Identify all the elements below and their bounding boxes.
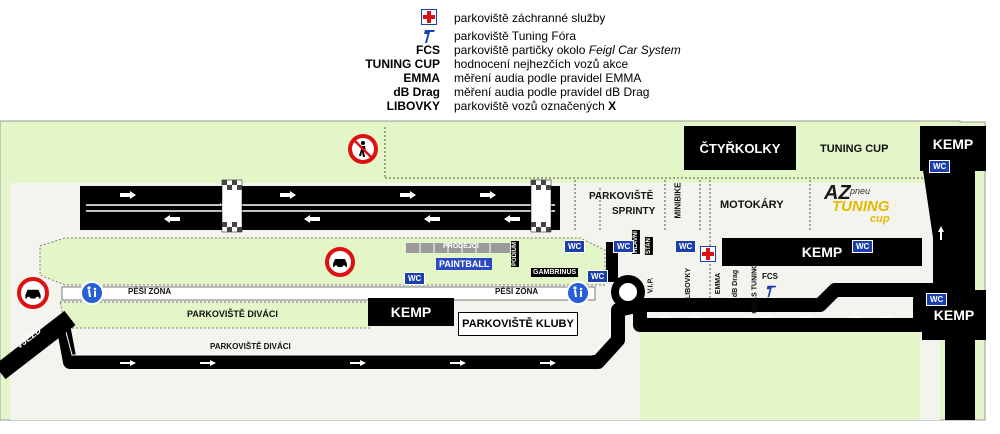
main-road: [57, 283, 947, 369]
first-aid-icon: [421, 9, 437, 25]
emma-label: EMMA: [715, 272, 723, 295]
legend-key-emma: EMMA: [403, 71, 440, 85]
ctyrkolky-zone: ČTYŘKOLKY: [684, 126, 796, 170]
track-arrows-upper: [120, 191, 520, 223]
pesi-zona-right-label: PĚŠÍ ZÓNA: [495, 287, 539, 296]
prodejci-label: PRODEJCI: [443, 243, 479, 250]
libovky-label: LIBOVKY: [685, 267, 693, 300]
legend-desc-first-aid: parkoviště záchranné služby: [454, 11, 606, 25]
parkoviste-sprinty-label-2: SPRINTY: [612, 206, 656, 217]
prodejci-bar: [406, 243, 510, 253]
legend-desc-emma: měření audia podle pravidel EMMA: [454, 71, 642, 85]
wc-badge: WC: [675, 240, 697, 253]
no-cars-sign: [325, 247, 355, 277]
first-aid-icon: [700, 246, 716, 262]
kemp-zone-right-top: KEMP: [920, 126, 986, 171]
girls-tuning-label: GIRLS TUNING: [751, 263, 759, 314]
checker-pattern: [222, 180, 551, 232]
start-label: START: [532, 192, 543, 222]
legend-desc-tuning-fora: parkoviště Tuning Fóra: [454, 29, 577, 43]
paintball-label: PAINTBALL: [436, 258, 493, 270]
legend-key-fcs: FCS: [416, 43, 440, 57]
wc-badge: WC: [404, 272, 426, 285]
tuning-fora-icon: [766, 285, 777, 298]
parkoviste-divaci-top-label: PARKOVIŠTĚ DIVÁCI: [187, 309, 278, 319]
entrance-road: [0, 310, 76, 380]
race-track-upper: [80, 186, 560, 230]
pedestrian-zone-sign: [80, 281, 104, 305]
wc-badge: WC: [852, 240, 874, 253]
pedestrian-zone-sign: [566, 281, 590, 305]
grass-block-left: [39, 237, 606, 286]
legend-desc-tuning-cup: hodnocení nejhezčích vozů akce: [454, 57, 629, 71]
no-pedestrians-sign: [348, 134, 378, 164]
car-icon: [25, 289, 41, 301]
motokary-label: MOTOKÁRY: [720, 199, 784, 211]
podium-label: PODIUM: [511, 241, 519, 267]
fcs-label: FCS: [762, 272, 778, 281]
car-icon: [333, 259, 347, 269]
minibike-label: MINIBIKE: [673, 182, 683, 219]
pedestrians-icon: [87, 286, 97, 297]
parkoviste-kluby-zone: PARKOVIŠTĚ KLUBY: [458, 312, 578, 336]
legend-key-db-drag: dB Drag: [393, 85, 440, 99]
tuning-cup-label: TUNING CUP: [820, 143, 889, 155]
wc-badge: WC: [929, 160, 951, 173]
lane-dashes-right: [660, 316, 890, 318]
pedestrian-icon: [354, 140, 372, 158]
kemp-zone-middle: KEMP: [722, 238, 922, 266]
kemp-zone-left: KEMP: [368, 298, 454, 326]
legend-key-libovky: LIBOVKY: [386, 99, 440, 113]
grass-strip-right: [640, 322, 920, 420]
gambrinus-label: GAMBRINUS: [531, 268, 579, 277]
hlavni-stan-label-2: STAN: [644, 237, 653, 255]
tuning-fora-icon: [424, 30, 435, 43]
walking-zone-strip: [61, 286, 596, 301]
legend-desc-fcs: parkoviště partičky okolo Feigl Car Syst…: [454, 43, 681, 57]
wc-badge: WC: [564, 240, 586, 253]
db-drag-label: dB Drag: [732, 269, 740, 298]
wc-badge: WC: [587, 270, 609, 283]
vip-label: V.I.P.: [647, 277, 655, 294]
track-arrows-lower: [120, 360, 556, 366]
az-pneu-tuning-cup-logo: AZ pneu TUNING cup: [824, 182, 890, 225]
legend-desc-db-drag: měření audia podle pravidel dB Drag: [454, 85, 650, 99]
cil-label: CÍL: [220, 197, 231, 213]
pesi-zona-left-label: PĚŠÍ ZÓNA: [128, 287, 172, 296]
dotted-boundary: [384, 127, 940, 300]
parkoviste-sprinty-label-1: PARKOVIŠTĚ: [589, 191, 654, 202]
legend-key-tuning-cup: TUNING CUP: [365, 57, 440, 71]
no-cars-sign-entrance: [17, 277, 49, 309]
legend-desc-libovky: parkoviště vozů označených X: [454, 99, 617, 113]
pedestrians-icon: [573, 286, 583, 297]
wc-badge: WC: [926, 293, 948, 306]
wc-badge: WC: [613, 240, 635, 253]
parkoviste-divaci-bottom-label: PARKOVIŠTĚ DIVÁCI: [210, 342, 291, 351]
